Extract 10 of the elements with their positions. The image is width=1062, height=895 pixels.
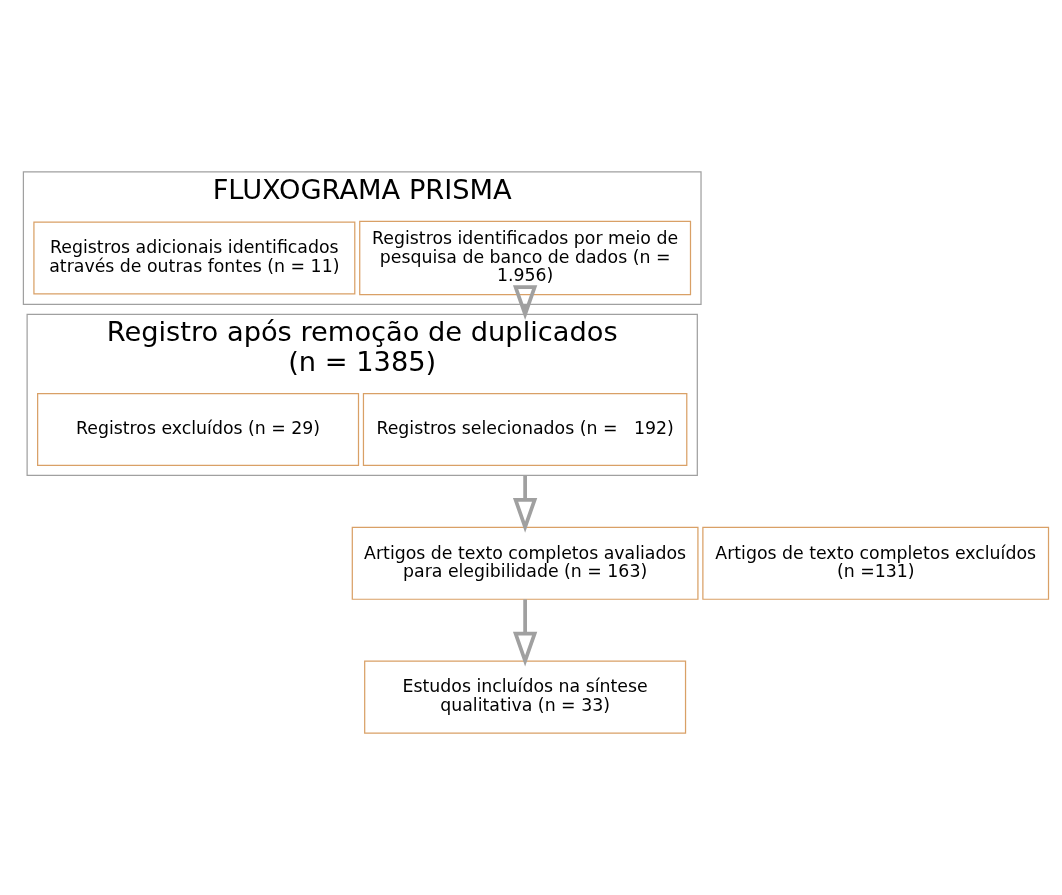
arrow xyxy=(512,599,538,667)
node-box: Registros excluídos (n = 29) xyxy=(37,393,360,467)
arrow xyxy=(512,285,538,320)
node-box: Registros adicionais identificados através de outras fontes (n = 11) xyxy=(33,221,356,295)
node-box: Estudos incluídos na síntese qualitativa (n = 33) xyxy=(364,660,687,734)
node-box: Artigos de texto completos excluídos (n =131) xyxy=(702,526,1050,600)
arrow xyxy=(512,475,538,533)
node-box: Registros identificados por meio de pesquisa de banco de dados (n = 1.956) xyxy=(359,220,692,296)
node-box: Registros selecionados (n = 192) xyxy=(362,393,688,467)
node-box: Artigos de texto completos avaliados para elegibilidade (n = 163) xyxy=(351,526,699,600)
